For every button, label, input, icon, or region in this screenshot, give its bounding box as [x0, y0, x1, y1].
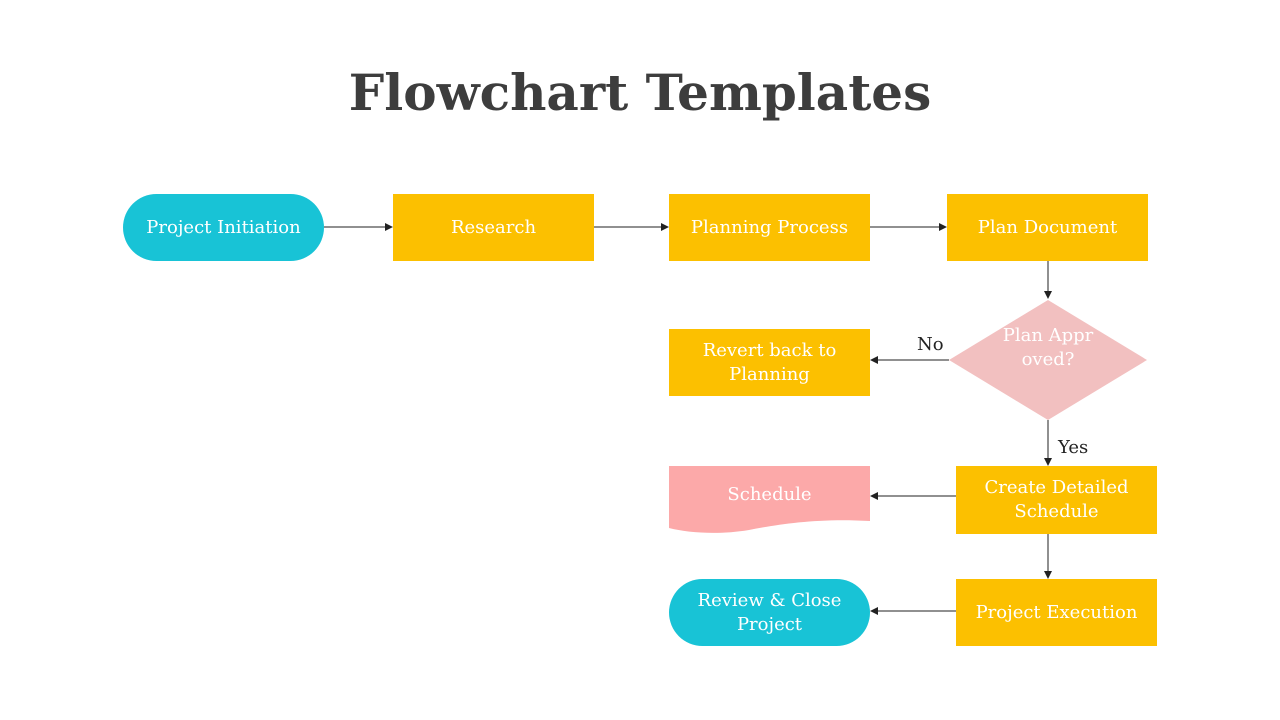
- document-shape: [669, 466, 870, 533]
- node-schedule: Schedule: [669, 466, 870, 534]
- node-label: Schedule: [727, 484, 812, 505]
- node-label: Planning Process: [690, 216, 849, 238]
- node-revert-back: Revert back to Planning: [669, 329, 870, 396]
- decision-label: Plan Approved?: [1002, 325, 1094, 370]
- node-plan-document: Plan Document: [947, 194, 1148, 261]
- node-create-detailed-schedule: Create Detailed Schedule: [956, 466, 1157, 534]
- node-research: Research: [393, 194, 594, 261]
- node-project-execution: Project Execution: [956, 579, 1157, 646]
- node-label: Project Initiation: [146, 216, 301, 238]
- node-project-initiation: Project Initiation: [123, 194, 324, 261]
- node-label: Revert back to Planning: [702, 339, 837, 385]
- node-label: Project Execution: [975, 601, 1138, 623]
- page-title: Flowchart Templates: [348, 63, 932, 122]
- node-planning-process: Planning Process: [669, 194, 870, 261]
- node-review-close: Review & Close Project: [669, 579, 870, 646]
- edge-label-no: No: [917, 334, 944, 355]
- node-label: Review & Close Project: [697, 589, 842, 635]
- node-label: Research: [450, 216, 537, 238]
- node-label: Plan Document: [977, 216, 1118, 238]
- node-label: Create Detailed Schedule: [984, 477, 1129, 522]
- decision-diamond: [949, 300, 1147, 420]
- edge-label-yes: Yes: [1058, 437, 1089, 458]
